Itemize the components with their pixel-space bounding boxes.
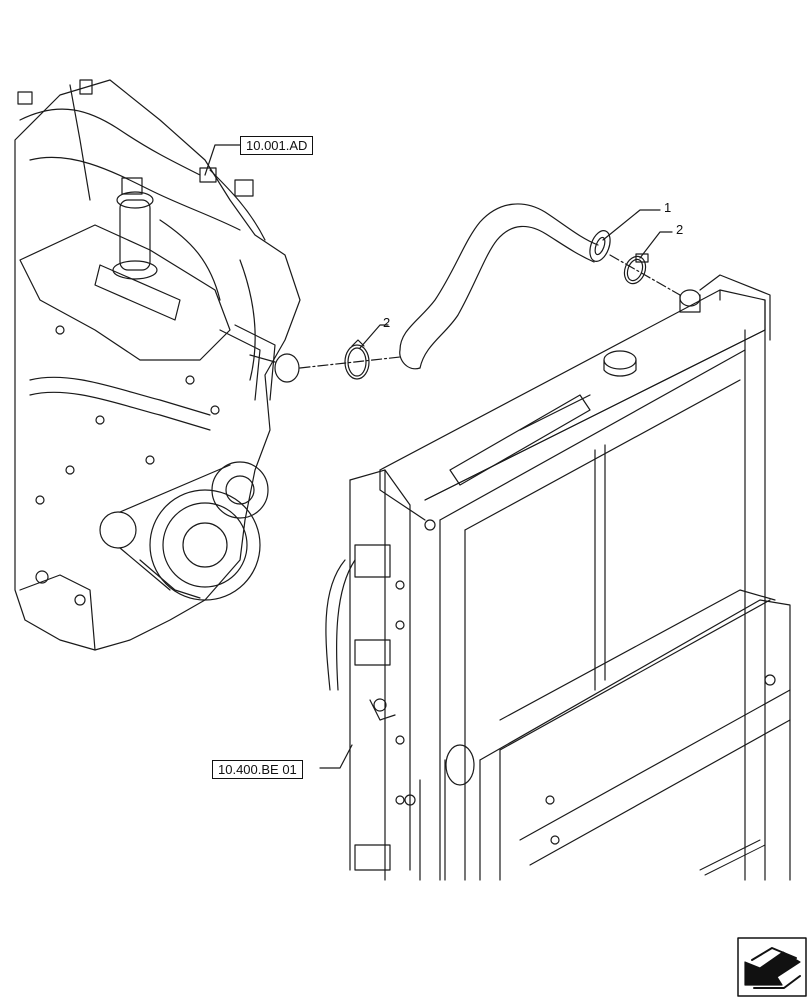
next-page-arrow-icon[interactable] <box>737 937 807 997</box>
callout-clamp-engine-side: 2 <box>383 315 391 330</box>
radiator-reference-label[interactable]: 10.400.BE 01 <box>212 760 303 779</box>
engine-reference-label[interactable]: 10.001.AD <box>240 136 314 155</box>
callout-hose: 1 <box>664 200 672 215</box>
assembly-centerline-radiator <box>609 254 681 296</box>
hose-clamp-engine-side <box>344 339 370 380</box>
assembly-centerline-engine <box>299 356 401 369</box>
upper-radiator-hose <box>399 203 611 370</box>
engine-assembly <box>14 79 301 651</box>
radiator-assembly <box>325 274 791 881</box>
callout-clamp-radiator-side: 2 <box>676 222 684 237</box>
hose-clamp-radiator-side <box>623 253 649 285</box>
